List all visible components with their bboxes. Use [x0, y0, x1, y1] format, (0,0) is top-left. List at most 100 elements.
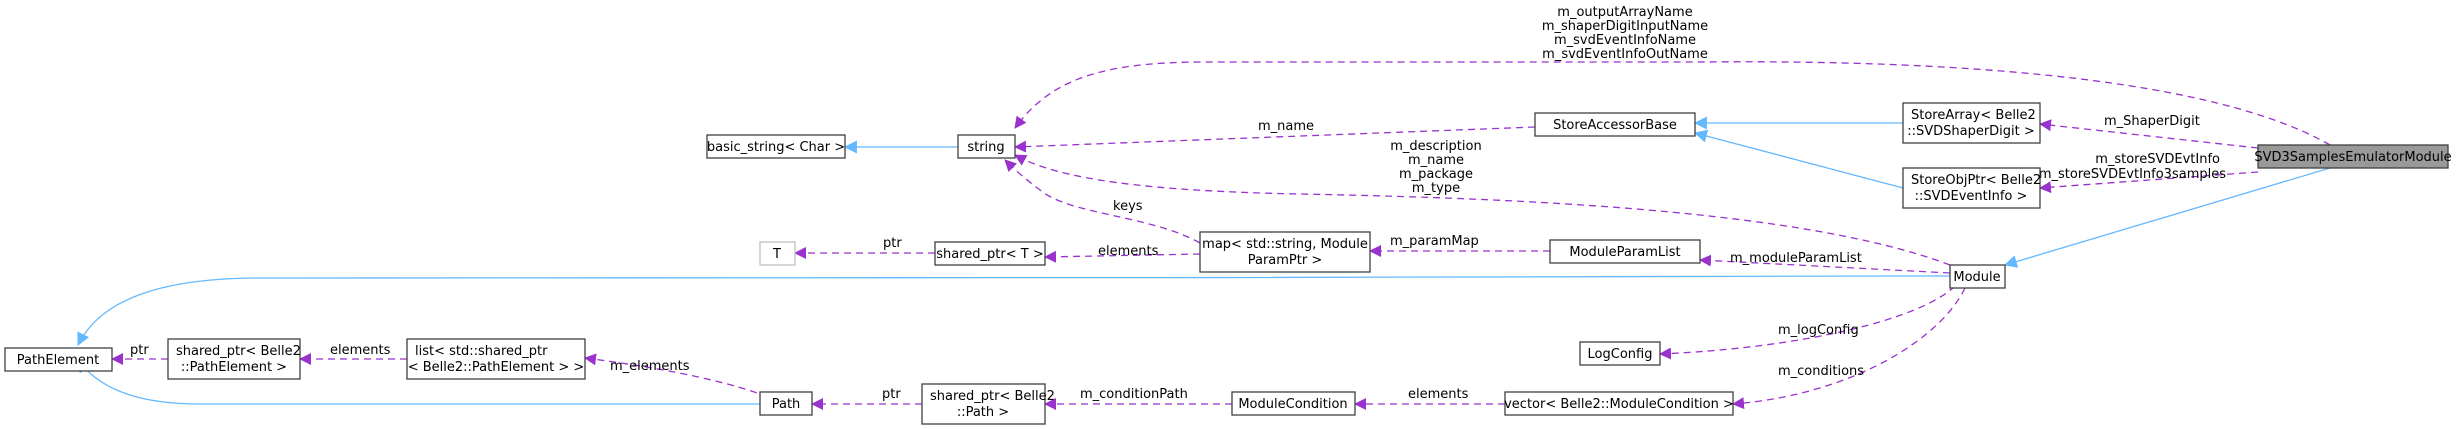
node-moduleparamlist[interactable]: ModuleParamList [1549, 239, 1701, 264]
node-path[interactable]: Path [759, 391, 813, 416]
node-vector-modulecondition[interactable]: vector< Belle2::ModuleCondition > [1504, 391, 1734, 416]
edge-svd3-to-storeobjptr [2039, 171, 2259, 194]
node-label: < Belle2::PathElement > > [408, 360, 585, 375]
edge-module-to-logconfig [1659, 285, 1956, 360]
node-label: ::PathElement > [181, 360, 287, 375]
edge-label: m_conditions [1778, 364, 1864, 379]
node-basic-string[interactable]: basic_string< Char > [706, 134, 846, 159]
node-list-shared-ptr-pathelement[interactable]: list< std::shared_ptr < Belle2::PathElem… [406, 338, 586, 380]
edge-label: ptr [130, 343, 149, 358]
edge-storeaccessorbase-to-string [1014, 126, 1536, 153]
node-storearray-svdshaperdigit[interactable]: StoreArray< Belle2 ::SVDShaperDigit > [1902, 102, 2041, 144]
label-module-strings: m_description m_name m_package m_type [1390, 139, 1481, 196]
label-m-moduleparamlist: m_moduleParamList [1730, 251, 1862, 266]
edge-svd3-to-storearray [2039, 119, 2259, 149]
node-label: StoreArray< Belle2 [1911, 108, 2036, 123]
edge-storeobjptr-inherits-storeaccessorbase [1693, 129, 1904, 189]
edge-label: elements [330, 343, 391, 358]
label-m-shaperdigit: m_ShaperDigit [2104, 114, 2200, 129]
node-label: basic_string< Char > [707, 140, 845, 155]
edge-label: keys [1113, 199, 1143, 214]
node-pathelement[interactable]: PathElement [4, 347, 113, 372]
label-ptr-t: ptr [883, 236, 902, 251]
node-label: list< std::shared_ptr [415, 344, 548, 359]
node-label: ::SVDEventInfo > [1915, 189, 2028, 204]
edge-label: m_shaperDigitInputName [1542, 19, 1708, 34]
label-m-name: m_name [1258, 119, 1314, 134]
node-svd3samplesemulatormodule[interactable]: SVD3SamplesEmulatorModule [2254, 144, 2452, 169]
edge-label: m_logConfig [1778, 323, 1859, 338]
node-label: ::Path > [957, 405, 1009, 420]
edge-module-to-vector [1732, 287, 1966, 410]
edge-label: m_description [1390, 139, 1481, 154]
edge-label: m_storeSVDEvtInfo3samples [2039, 167, 2226, 182]
node-map-string-moduleparamptr[interactable]: map< std::string, Module ParamPtr > [1199, 231, 1371, 273]
node-label: ModuleCondition [1238, 397, 1347, 412]
edge-label: elements [1098, 244, 1159, 259]
node-label: ModuleParamList [1569, 245, 1680, 260]
edge-label: m_package [1399, 167, 1473, 182]
label-m-conditions: m_conditions [1778, 364, 1864, 379]
edge-label: m_ShaperDigit [2104, 114, 2200, 129]
node-string[interactable]: string [957, 134, 1016, 159]
edge-label: elements [1408, 387, 1469, 402]
label-m-conditionpath: m_conditionPath [1080, 387, 1188, 402]
node-label: LogConfig [1588, 347, 1653, 362]
node-storeobjptr-svdeventinfo[interactable]: StoreObjPtr< Belle2 ::SVDEventInfo > [1902, 167, 2041, 209]
node-t[interactable]: T [759, 241, 796, 266]
label-top-names: m_outputArrayName m_shaperDigitInputName… [1542, 5, 1708, 62]
node-label: vector< Belle2::ModuleCondition > [1504, 397, 1734, 412]
label-keys: keys [1113, 199, 1143, 214]
label-elements-list: elements [330, 343, 391, 358]
edge-module-to-moduleparamlist [1699, 254, 1951, 274]
edge-map-to-string [1004, 159, 1201, 244]
edge-label: ptr [882, 387, 901, 402]
edge-label: m_conditionPath [1080, 387, 1188, 402]
edge-label: m_paramMap [1390, 234, 1479, 249]
node-label: string [967, 140, 1004, 155]
edge-svd3-to-string-top [1014, 61, 2331, 146]
edge-label: m_type [1412, 181, 1460, 196]
node-label: ParamPtr > [1248, 253, 1323, 268]
edge-label: m_storeSVDEvtInfo [2095, 152, 2220, 167]
node-modulecondition[interactable]: ModuleCondition [1231, 391, 1356, 416]
edge-label: m_svdEventInfoName [1554, 33, 1696, 48]
node-storeaccessorbase[interactable]: StoreAccessorBase [1534, 112, 1696, 137]
label-ptr-path: ptr [882, 387, 901, 402]
node-label: shared_ptr< T > [936, 247, 1043, 262]
edge-label: m_moduleParamList [1730, 251, 1862, 266]
node-module[interactable]: Module [1949, 264, 2006, 289]
node-shared-ptr-path[interactable]: shared_ptr< Belle2 ::Path > [921, 383, 1055, 425]
edge-label: m_name [1408, 153, 1464, 168]
node-label: SVD3SamplesEmulatorModule [2254, 150, 2451, 165]
edge-module-inherits-pathelement [77, 275, 1950, 346]
edge-label: m_svdEventInfoOutName [1542, 47, 1708, 62]
edge-label: m_outputArrayName [1557, 5, 1692, 20]
node-label: Module [1953, 270, 2000, 285]
node-label: shared_ptr< Belle2 [176, 344, 301, 359]
node-logconfig[interactable]: LogConfig [1579, 341, 1661, 366]
node-label: shared_ptr< Belle2 [930, 389, 1055, 404]
node-shared-ptr-pathelement[interactable]: shared_ptr< Belle2 ::PathElement > [167, 338, 301, 380]
edge-module-to-string [1014, 154, 1951, 266]
node-label: map< std::string, Module [1202, 237, 1368, 252]
node-label: T [772, 247, 781, 262]
label-ptr-pe: ptr [130, 343, 149, 358]
label-m-storesvdevtinfo: m_storeSVDEvtInfo m_storeSVDEvtInfo3samp… [2039, 152, 2226, 182]
label-elements-map: elements [1098, 244, 1159, 259]
edge-map-to-shared-ptr-t [1044, 250, 1201, 263]
node-label: Path [772, 397, 801, 412]
edge-label: m_elements [610, 359, 690, 374]
edge-svd3-inherits-module [2003, 167, 2331, 268]
label-m-logconfig: m_logConfig [1778, 323, 1859, 338]
label-elements-cond: elements [1408, 387, 1469, 402]
node-label: StoreObjPtr< Belle2 [1911, 173, 2041, 188]
label-m-parammap: m_paramMap [1390, 234, 1479, 249]
label-m-elements: m_elements [610, 359, 690, 374]
node-label: ::SVDShaperDigit > [1907, 124, 2035, 139]
node-shared-ptr-t[interactable]: shared_ptr< T > [934, 241, 1046, 266]
node-label: StoreAccessorBase [1553, 118, 1677, 133]
edge-label: m_name [1258, 119, 1314, 134]
edge-label: ptr [883, 236, 902, 251]
